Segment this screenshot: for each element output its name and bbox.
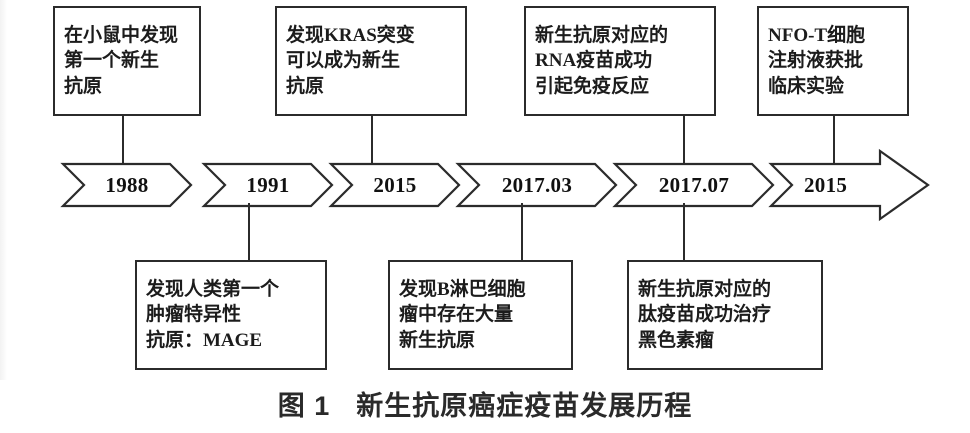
event-box-below-2: 发现B淋巴细胞 瘤中存在大量 新生抗原 (388, 260, 573, 370)
event-line: 新生抗原对应的 (638, 279, 772, 301)
figure-caption-title: 新生抗原癌症疫苗发展历程 (356, 391, 693, 421)
event-line: 新生抗原 (399, 329, 476, 351)
page-edge-shading (0, 0, 7, 380)
event-line: RNA疫苗成功 (535, 50, 653, 72)
timeline-chevron-2017-03[interactable]: 2017.03 (455, 162, 618, 208)
event-box-below-1: 发现人类第一个 肿瘤特异性 抗原：MAGE (135, 260, 327, 370)
event-line: 注射液获批 (768, 50, 864, 72)
event-line: 可以成为新生 (286, 50, 401, 72)
figure-caption-number: 图 1 (277, 391, 331, 421)
event-box-above-1: 在小鼠中发现 第一个新生 抗原 (53, 6, 201, 116)
connector-below-3 (683, 203, 685, 260)
event-line: 抗原 (286, 75, 325, 97)
figure-caption: 图 1 新生抗原癌症疫苗发展历程 (0, 384, 970, 423)
event-line: 抗原 (64, 75, 103, 97)
event-line: 肿瘤特异性 (146, 304, 242, 326)
event-line: 发现人类第一个 (146, 279, 280, 301)
timeline-chevron-1988[interactable]: 1988 (60, 162, 193, 208)
event-line: NFO-T细胞 (768, 25, 866, 47)
event-line: 在小鼠中发现 (64, 25, 179, 47)
event-line: 第一个新生 (64, 50, 160, 72)
event-box-above-3: 新生抗原对应的 RNA疫苗成功 引起免疫反应 (524, 6, 716, 116)
connector-above-3 (683, 116, 685, 168)
timeline-chevron-2017-07[interactable]: 2017.07 (612, 162, 775, 208)
event-line: 发现B淋巴细胞 (399, 279, 526, 301)
event-line: 新生抗原对应的 (535, 25, 669, 47)
event-box-below-3: 新生抗原对应的 肽疫苗成功治疗 黑色素瘤 (627, 260, 823, 370)
event-line: 引起免疫反应 (535, 75, 650, 97)
connector-above-4 (833, 116, 835, 168)
event-line: 临床实验 (768, 75, 845, 97)
connector-above-1 (122, 116, 124, 168)
event-box-above-2: 发现KRAS突变 可以成为新生 抗原 (275, 6, 467, 116)
event-line: 发现KRAS突变 (286, 25, 415, 47)
event-line: 肽疫苗成功治疗 (638, 304, 772, 326)
timeline-chevron-2015-b[interactable]: 2015 (768, 148, 930, 222)
event-line: 抗原：MAGE (146, 329, 263, 351)
connector-below-1 (248, 203, 250, 260)
event-line: 瘤中存在大量 (399, 304, 514, 326)
timeline-chevron-2015-a[interactable]: 2015 (328, 162, 461, 208)
connector-below-2 (521, 203, 523, 260)
event-box-above-4: NFO-T细胞 注射液获批 临床实验 (757, 6, 909, 116)
event-line: 黑色素瘤 (638, 329, 715, 351)
connector-above-2 (371, 116, 373, 168)
timeline-chevron-1991[interactable]: 1991 (201, 162, 334, 208)
